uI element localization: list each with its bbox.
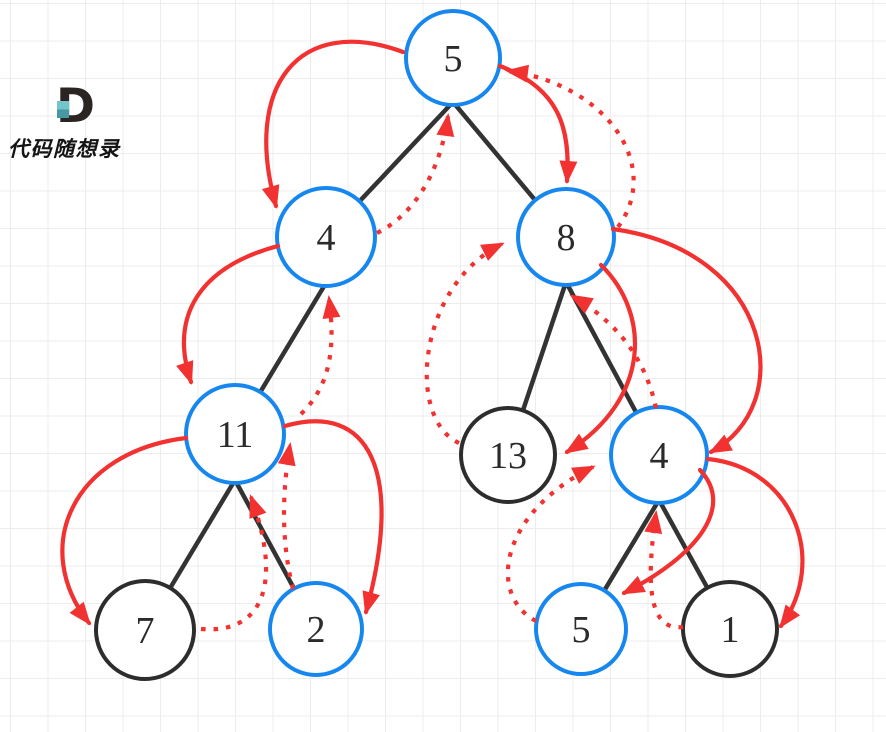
node-label: 4	[317, 217, 336, 259]
node-circle-normal	[94, 579, 196, 681]
brand-logo: D 代码随想录	[8, 83, 158, 163]
tree-edge-n5-n4l	[358, 99, 456, 203]
traversal-arrow-return-5-to-4	[505, 465, 596, 623]
node-label: 8	[557, 217, 576, 259]
tree-node-n5b: 5	[534, 582, 628, 676]
traversal-arrows-layer	[60, 39, 805, 632]
traversal-arrow-return-2-to-11	[277, 442, 296, 590]
traversal-arrow-visit-8-to-4	[610, 226, 763, 455]
tree-node-n8: 8	[516, 187, 616, 287]
traversal-arrow-return-11-to-4	[299, 295, 341, 416]
node-label: 4	[650, 435, 669, 477]
tree-nodes-layer: 5 4 8 11 13 4 7 2 5 1	[94, 9, 779, 681]
node-label: 5	[444, 38, 463, 80]
traversal-arrow-return-1-to-4	[644, 510, 684, 630]
node-circle-highlight	[275, 186, 377, 288]
node-label: 1	[721, 609, 740, 651]
node-circle-highlight	[609, 405, 709, 505]
tree-edge-n11-n2	[232, 477, 296, 590]
node-label: 13	[489, 435, 527, 477]
tree-node-n4l: 4	[275, 186, 377, 288]
node-circle-highlight	[534, 582, 628, 676]
node-label: 11	[217, 414, 254, 456]
node-circle-highlight	[516, 187, 616, 287]
traversal-arrow-visit-11-to-2	[282, 419, 384, 615]
node-circle-highlight	[268, 581, 364, 677]
traversal-arrow-return-4-to-5	[376, 113, 455, 235]
traversal-arrow-visit-5-to-4	[261, 39, 406, 209]
tree-edges-layer	[168, 99, 709, 592]
node-label: 5	[572, 609, 591, 651]
traversal-arrow-return-4-to-8	[569, 294, 659, 409]
tree-node-n2: 2	[268, 581, 364, 677]
tree-edge-n11-n7	[168, 477, 238, 589]
brand-accent-square	[57, 101, 69, 118]
node-label: 7	[136, 610, 155, 652]
tree-node-n7: 7	[94, 579, 196, 681]
tree-edge-n4l-n11	[259, 280, 329, 393]
tree-node-n5: 5	[404, 9, 502, 107]
traversal-arrow-visit-8-to-13	[564, 262, 638, 455]
tree-node-n1: 1	[681, 580, 779, 678]
tree-node-n4r: 4	[609, 405, 709, 505]
node-circle-highlight	[184, 383, 286, 485]
traversal-arrow-visit-5-to-8	[497, 63, 578, 184]
brand-letter-mark: D	[56, 83, 158, 130]
traversal-arrow-visit-4-to-11	[176, 243, 281, 385]
tree-node-n13: 13	[459, 406, 557, 504]
traversal-arrow-visit-11-to-7	[60, 435, 189, 626]
tree-edge-n5-n8	[450, 99, 537, 201]
traversal-arrow-visit-4-to-1	[705, 456, 805, 629]
node-circle-normal	[459, 406, 557, 504]
tree-edge-n8-n13	[521, 279, 569, 411]
traversal-arrow-visit-4-to-5	[621, 467, 716, 596]
node-label: 2	[307, 609, 326, 651]
traversal-arrow-return-13-to-8	[424, 242, 505, 445]
node-circle-highlight	[404, 9, 502, 107]
tree-edge-n4r-n1	[656, 497, 709, 589]
traversal-arrow-return-8-to-5	[505, 64, 636, 229]
brand-name-text: 代码随想录	[8, 137, 121, 161]
tree-node-n11: 11	[184, 383, 286, 485]
